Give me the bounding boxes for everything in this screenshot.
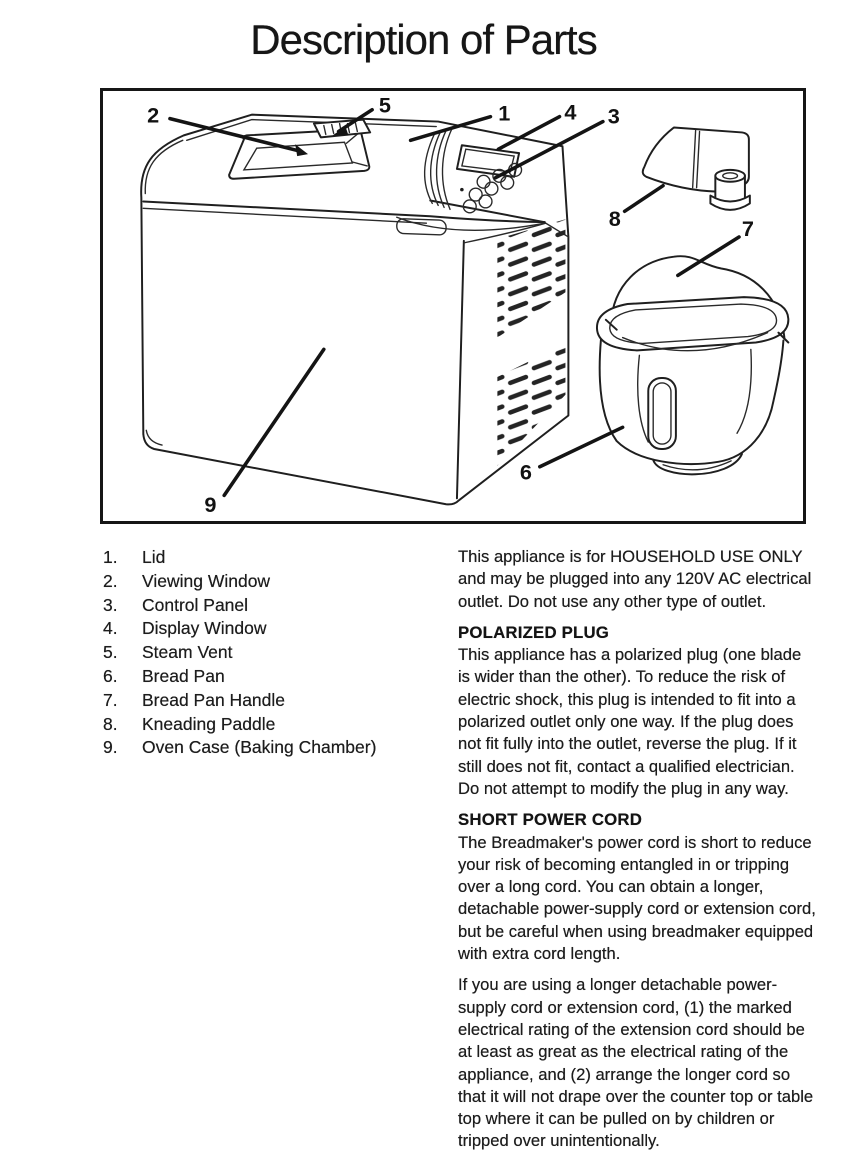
callout-9-oven-case: 9 xyxy=(204,347,326,517)
bread-pan-handle xyxy=(609,255,786,339)
parts-list-item-4: 4. Display Window xyxy=(103,617,443,641)
pan-mounting-bracket xyxy=(647,377,677,450)
parts-list-item-1: 1. Lid xyxy=(103,546,443,570)
parts-list-item-5: 5. Steam Vent xyxy=(103,641,443,665)
callout-2-viewing-window: 2 xyxy=(147,103,309,157)
part-number: 1. xyxy=(103,547,118,567)
parts-list-item-8: 8. Kneading Paddle xyxy=(103,713,443,737)
callout-number-2: 2 xyxy=(147,103,159,128)
part-number: 9. xyxy=(103,737,118,758)
callout-6-bread-pan: 6 xyxy=(520,425,625,485)
callout-number-8: 8 xyxy=(609,206,621,231)
panel-buttons xyxy=(460,162,523,214)
part-number: 8. xyxy=(103,713,118,734)
part-label: Lid xyxy=(142,547,166,567)
part-number: 5. xyxy=(103,642,118,663)
control-panel xyxy=(424,127,546,224)
callout-4-display-window: 4 xyxy=(496,100,576,151)
part-label: Kneading Paddle xyxy=(142,713,276,734)
part-label: Oven Case (Baking Chamber) xyxy=(142,737,377,758)
part-number: 6. xyxy=(103,665,118,686)
polarized-plug-heading: POLARIZED PLUG xyxy=(458,622,610,642)
parts-list-item-6: 6. Bread Pan xyxy=(103,665,443,689)
short-power-cord-heading: SHORT POWER CORD xyxy=(458,810,643,830)
part-number: 3. xyxy=(103,594,118,615)
breadmaker-diagram: 1 2 3 4 5 6 xyxy=(140,93,790,517)
short-power-cord-paragraph-2: If you are using a longer detachable pow… xyxy=(458,975,814,1151)
parts-list-item-3: 3. Control Panel xyxy=(103,594,443,618)
part-number: 2. xyxy=(103,570,118,591)
bread-pan xyxy=(596,255,790,476)
part-label: Steam Vent xyxy=(142,642,233,663)
callout-number-5: 5 xyxy=(379,93,391,118)
part-number: 7. xyxy=(103,689,118,710)
parts-diagram: 1 2 3 4 5 6 xyxy=(100,88,806,524)
callout-8-kneading-paddle: 8 xyxy=(609,183,665,231)
callout-number-3: 3 xyxy=(608,104,620,129)
parts-list-item-2: 2. Viewing Window xyxy=(103,570,443,594)
part-label: Bread Pan xyxy=(142,665,225,686)
callout-number-9: 9 xyxy=(204,492,216,517)
part-label: Display Window xyxy=(142,618,267,639)
callout-number-1: 1 xyxy=(498,101,510,126)
callout-number-6: 6 xyxy=(520,460,532,485)
callout-7-bread-pan-handle: 7 xyxy=(676,216,754,278)
part-label: Viewing Window xyxy=(142,570,271,591)
callout-number-4: 4 xyxy=(564,100,576,125)
parts-list: 1. Lid 2. Viewing Window 3. Control Panel 4… xyxy=(103,546,443,760)
callout-number-7: 7 xyxy=(742,216,754,241)
short-power-cord-paragraph-1: The Breadmaker's power cord is short to … xyxy=(458,832,816,964)
household-use-paragraph: This appliance is for HOUSEHOLD USE ONLY… xyxy=(458,547,812,611)
polarized-plug-paragraph: This appliance has a polarized plug (one… xyxy=(458,645,802,798)
page-title: Description of Parts xyxy=(250,16,597,63)
part-number: 4. xyxy=(103,618,118,639)
kneading-paddle xyxy=(641,126,751,211)
parts-list-item-9: 9. Oven Case (Baking Chamber) xyxy=(103,736,443,760)
callout-5-steam-vent: 5 xyxy=(332,93,391,136)
breadmaker-body xyxy=(140,113,570,506)
callout-3-control-panel: 3 xyxy=(493,104,620,180)
part-label: Control Panel xyxy=(142,594,249,615)
part-label: Bread Pan Handle xyxy=(142,689,286,710)
info-column: This appliance is for HOUSEHOLD USE ONLY… xyxy=(458,546,816,1162)
side-vents xyxy=(497,219,566,466)
callout-1-lid: 1 xyxy=(408,101,510,143)
parts-list-item-7: 7. Bread Pan Handle xyxy=(103,689,443,713)
